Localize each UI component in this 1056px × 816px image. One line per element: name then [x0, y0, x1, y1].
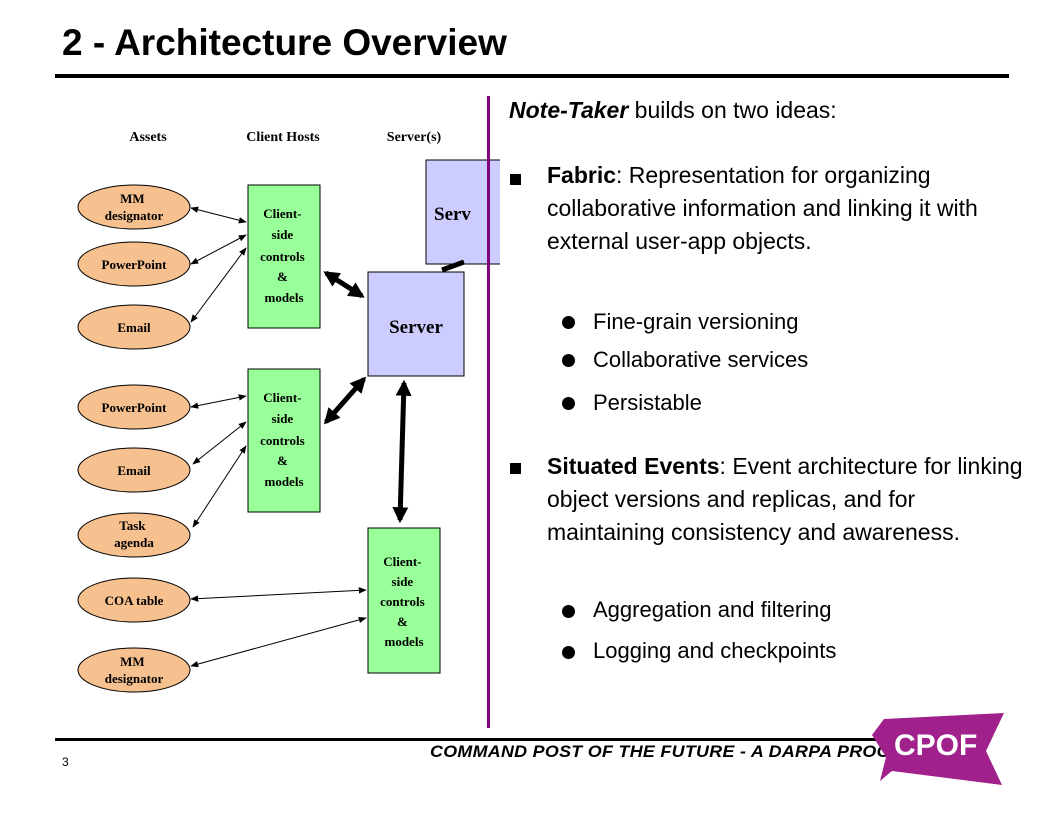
sub-bullet: Logging and checkpoints — [593, 638, 837, 663]
bullet-fabric: Fabric: Representation for organizing co… — [547, 159, 1017, 258]
svg-text:Email: Email — [117, 463, 151, 478]
cpof-logo: CPOF — [872, 713, 1004, 785]
client-box-line: controls — [380, 594, 425, 609]
asset-email: Email — [77, 447, 191, 493]
bullet-dot-icon — [562, 354, 575, 367]
intro-rest: builds on two ideas: — [628, 97, 837, 123]
svg-text:PowerPoint: PowerPoint — [102, 257, 168, 272]
intro-line: Note-Taker builds on two ideas: — [509, 97, 837, 124]
client-box-line: side — [392, 574, 414, 589]
client-box-2: Client- side controls & models — [247, 368, 321, 513]
asset-powerpoint: PowerPoint — [77, 241, 191, 287]
bullet-square-icon — [510, 174, 521, 185]
asset-email: Email — [77, 304, 191, 350]
sub-bullet: Aggregation and filtering — [593, 597, 832, 622]
asset-coa-table: COA table — [77, 577, 191, 623]
client-box-line: side — [272, 227, 294, 242]
client-box-line: models — [265, 290, 304, 305]
page-title: 2 - Architecture Overview — [62, 22, 507, 63]
asset-connectors — [190, 206, 367, 668]
client-box-line: models — [265, 474, 304, 489]
asset-powerpoint: PowerPoint — [77, 384, 191, 430]
client-box-line: Client- — [383, 554, 421, 569]
svg-text:PowerPoint: PowerPoint — [102, 400, 168, 415]
bullet-situated-head: Situated Events — [547, 453, 720, 479]
client-box-3: Client- side controls & models — [367, 527, 441, 674]
client-box-line: & — [277, 453, 288, 468]
svg-text:Client- side contr: Client- side controls & models — [380, 554, 428, 649]
intro-emphasis: Note-Taker — [509, 97, 629, 123]
bullet-situated-events: Situated Events: Event architecture for … — [547, 450, 1027, 549]
client-box-line: controls — [260, 249, 305, 264]
client-box-line: Client- — [263, 206, 301, 221]
bullet-dot-icon — [562, 397, 575, 410]
bullet-fabric-head: Fabric — [547, 162, 617, 188]
asset-mm-designator: MM designator — [77, 647, 191, 693]
svg-text:COA table: COA table — [105, 593, 164, 608]
client-box-line: & — [277, 269, 288, 284]
sub-bullet: Fine-grain versioning — [593, 309, 799, 334]
header-client-hosts: Client Hosts — [246, 130, 320, 145]
client-box-1: Client- side controls & models — [247, 184, 321, 329]
svg-text:Email: Email — [117, 320, 151, 335]
page-number: 3 — [62, 755, 69, 769]
client-box-line: models — [385, 634, 424, 649]
bullet-dot-icon — [562, 646, 575, 659]
divider-line — [487, 96, 490, 728]
client-box-line: controls — [260, 433, 305, 448]
svg-text:MM designator: MM designator — [105, 654, 164, 686]
svg-text:Client- side contr: Client- side controls & models — [260, 206, 308, 305]
svg-text:MM designator: MM designator — [105, 191, 164, 223]
client-box-line: Client- — [263, 390, 301, 405]
svg-text:Task agenda: Task agenda — [114, 518, 154, 550]
title-rule — [55, 74, 1009, 78]
footer-text: COMMAND POST OF THE FUTURE - A DARPA PRO… — [430, 742, 933, 761]
bullet-square-icon — [510, 463, 521, 474]
header-servers: Server(s) — [387, 130, 442, 145]
server-back-label: Serv — [434, 204, 471, 225]
asset-mm-designator: MM designator — [77, 184, 191, 230]
bullet-situated-text: : Event architecture for linking object … — [547, 453, 1023, 545]
server-box: Server — [367, 271, 465, 377]
sub-bullet: Collaborative services — [593, 347, 809, 372]
logo-text: CPOF — [894, 729, 977, 762]
bullet-dot-icon — [562, 316, 575, 329]
architecture-diagram: Assets Client Hosts Server(s) Serv Serve… — [77, 130, 500, 693]
footer-rule — [55, 738, 885, 741]
server-connectors — [323, 259, 465, 524]
sub-bullet: Persistable — [593, 390, 702, 415]
bullet-fabric-text: : Representation for organizing collabor… — [547, 162, 978, 254]
header-assets: Assets — [129, 130, 167, 145]
client-box-line: side — [272, 411, 294, 426]
svg-text:Client- side contr: Client- side controls & models — [260, 390, 308, 489]
asset-task-agenda: Task agenda — [77, 512, 191, 558]
bullet-dot-icon — [562, 605, 575, 618]
server-label: Server — [389, 317, 443, 338]
client-box-line: & — [397, 614, 408, 629]
